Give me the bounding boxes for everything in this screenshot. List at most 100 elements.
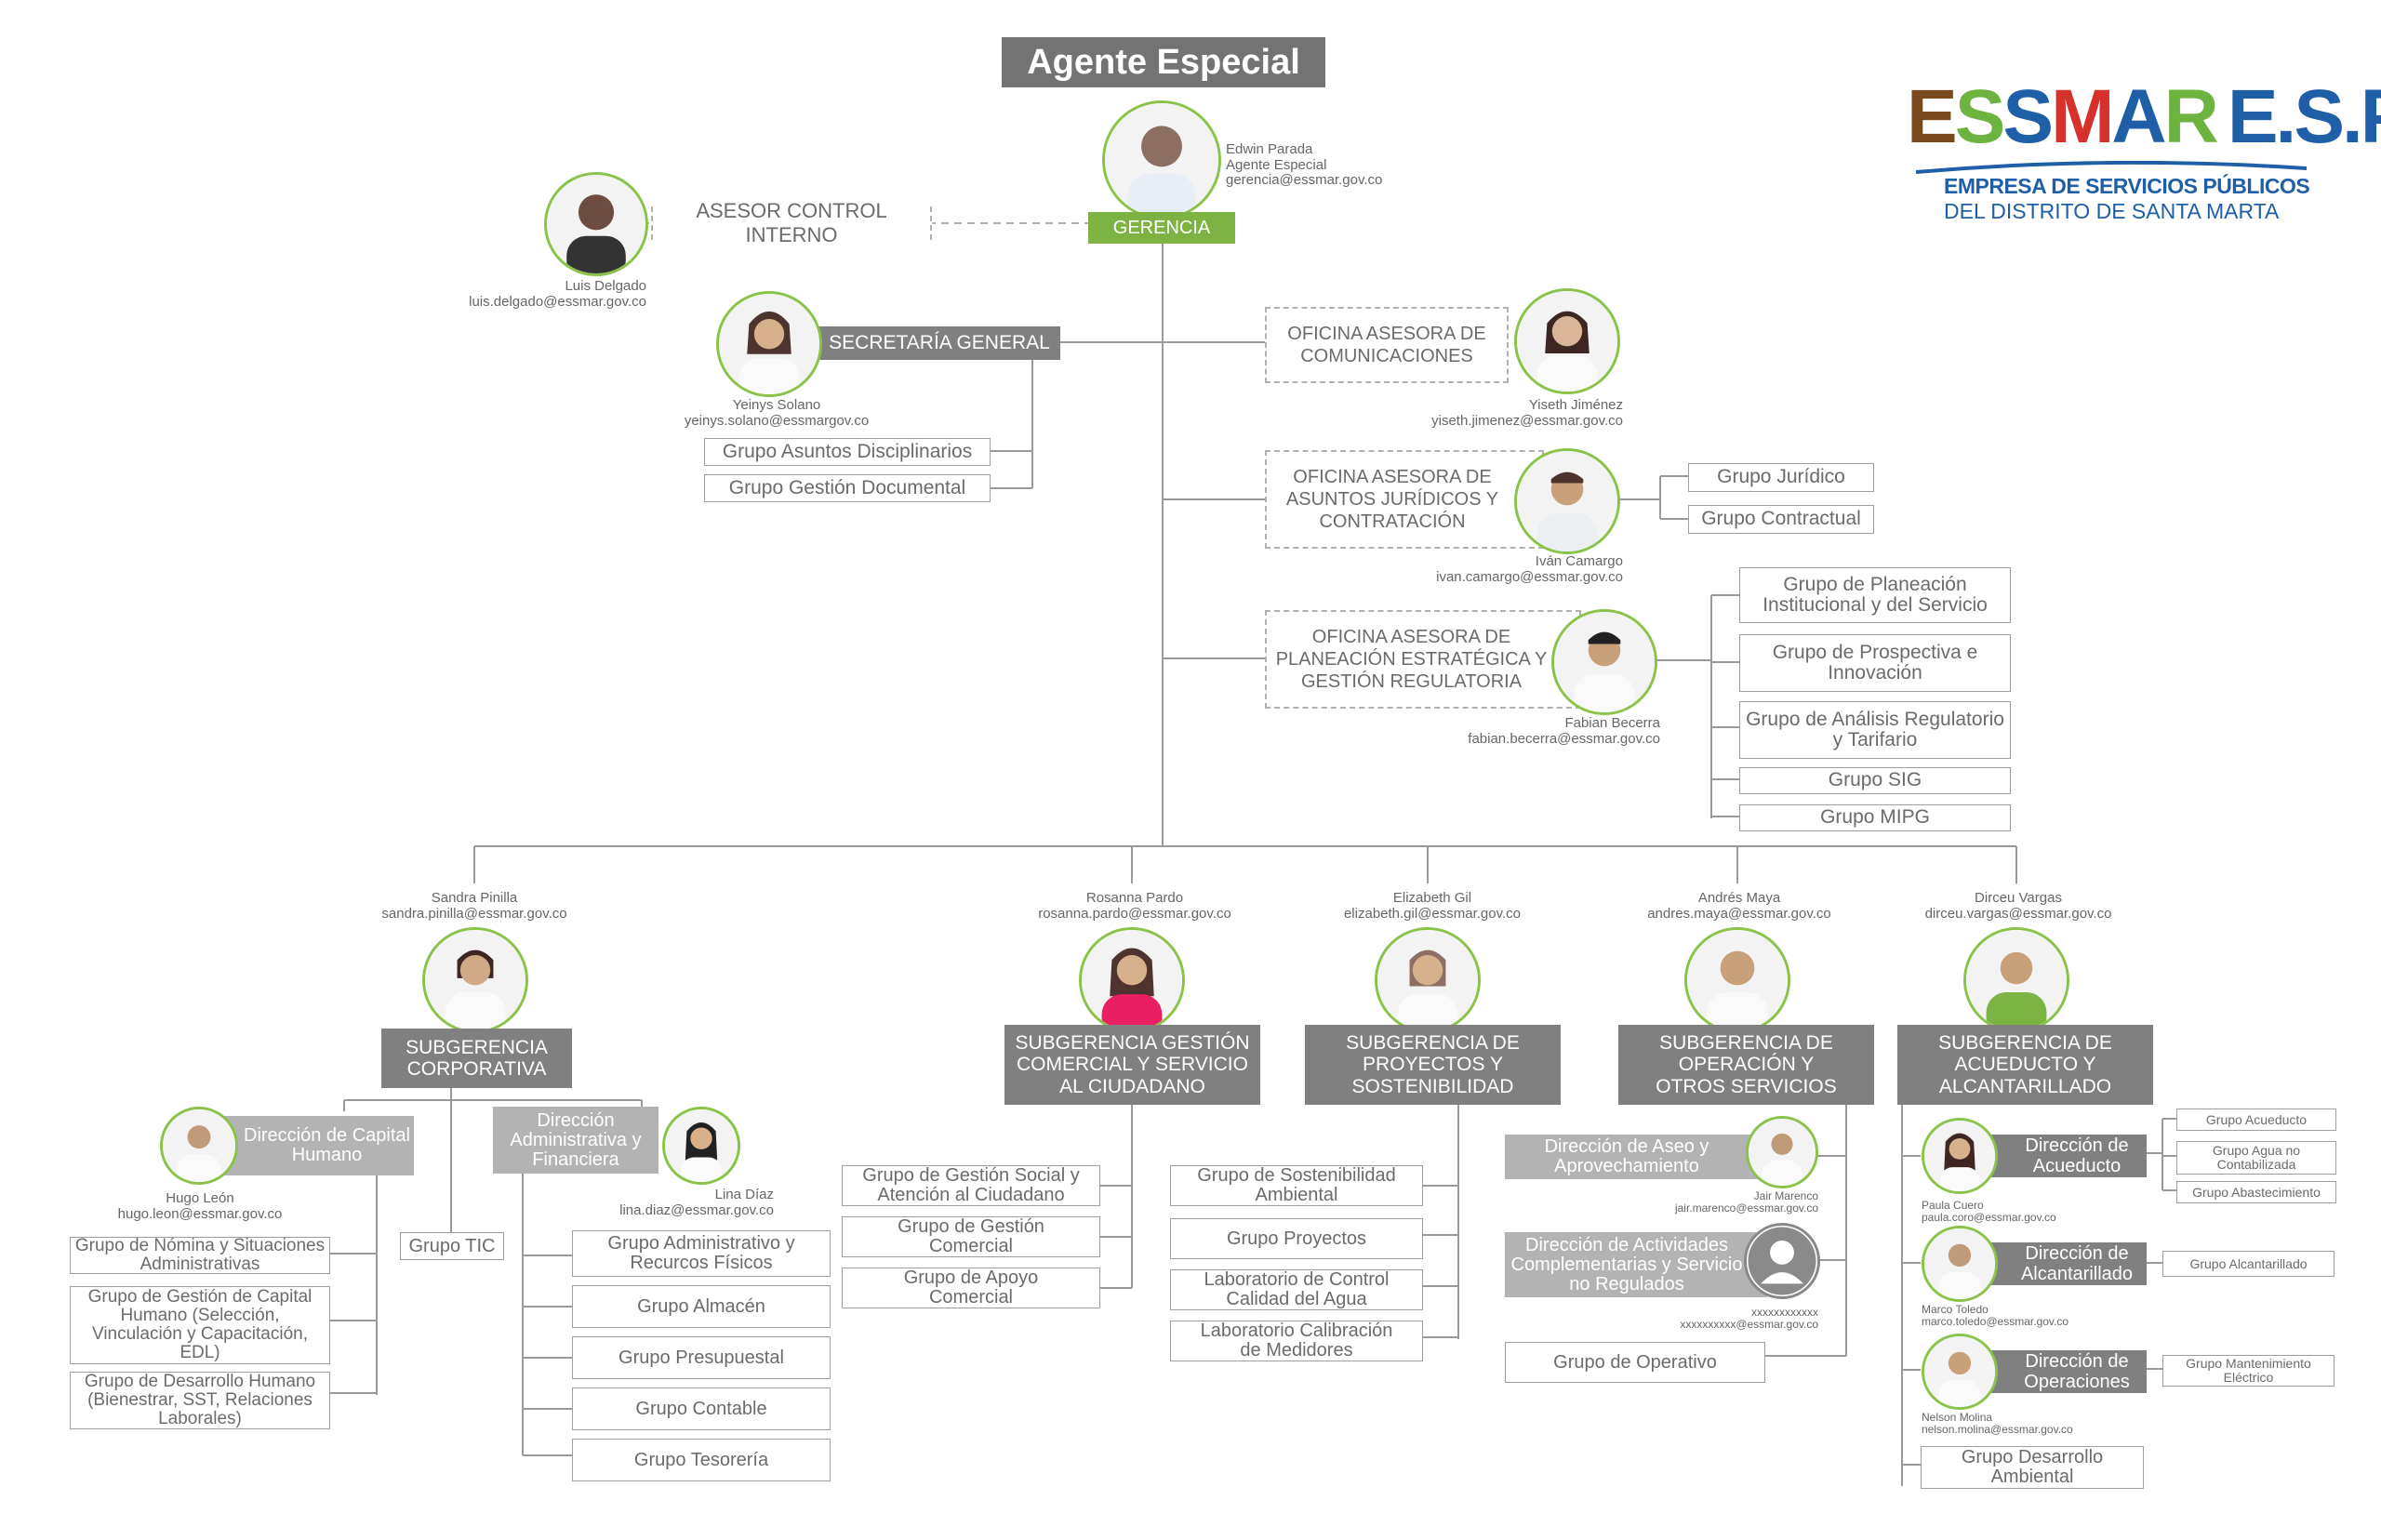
person-name: Elizabeth Gil	[1392, 890, 1472, 906]
person-photo-icon	[1554, 612, 1655, 712]
group-operativo[interactable]: Grupo de Operativo	[1505, 1342, 1765, 1383]
person-name: Marco Toledo	[1922, 1303, 1989, 1316]
group-juridico[interactable]: Grupo Jurídico	[1688, 463, 1874, 492]
oficina-planeacion-box[interactable]: OFICINA ASESORA DE PLANEACIÓN ESTRATÉGIC…	[1265, 610, 1581, 709]
group-desarrollo-ambiental[interactable]: Grupo Desarrollo Ambiental	[1921, 1446, 2144, 1489]
person-name: Jair Marenco	[1753, 1189, 1818, 1202]
group-alcantarillado[interactable]: Grupo Alcantarillado	[2162, 1251, 2334, 1277]
person-name: xxxxxxxxxxxx	[1751, 1306, 1818, 1319]
subgerencia-operacion-box[interactable]: SUBGERENCIA DE OPERACIÓN Y OTROS SERVICI…	[1618, 1025, 1874, 1105]
person-name: Paula Cuero	[1922, 1199, 1984, 1212]
planeacion-info: Fabian Becerra fabian.becerra@essmar.gov…	[1386, 715, 1660, 747]
group-sostenibilidad[interactable]: Grupo de Sostenibilidad Ambiental	[1170, 1165, 1423, 1206]
group-almacen[interactable]: Grupo Almacén	[572, 1285, 831, 1328]
group-gestion-capital-humano[interactable]: Grupo de Gestión de Capital Humano (Sele…	[70, 1286, 330, 1364]
dir-alcantarillado-info: Marco Toledo marco.toledo@essmar.gov.co	[1922, 1303, 2069, 1329]
person-name: Rosanna Pardo	[1085, 890, 1184, 906]
avatar-ivan-camargo	[1514, 448, 1620, 554]
oficina-planeacion-label: OFICINA ASESORA DE PLANEACIÓN ESTRATÉGIC…	[1275, 627, 1548, 692]
group-gestion-social[interactable]: Grupo de Gestión Social y Atención al Ci…	[842, 1165, 1100, 1206]
group-mipg[interactable]: Grupo MIPG	[1739, 804, 2011, 831]
person-email: gerencia@essmar.gov.co	[1226, 172, 1383, 188]
group-nomina[interactable]: Grupo de Nómina y Situaciones Administra…	[70, 1237, 330, 1274]
asesor-control-interno-box[interactable]: ASESOR CONTROL INTERNO	[651, 199, 932, 246]
group-gestion-documental[interactable]: Grupo Gestión Documental	[704, 474, 991, 502]
avatar-rosanna-pardo	[1079, 927, 1185, 1033]
group-prospectiva[interactable]: Grupo de Prospectiva e Innovación	[1739, 634, 2011, 692]
person-photo-icon	[719, 294, 819, 394]
group-desarrollo-humano[interactable]: Grupo de Desarrollo Humano (Bienestrar, …	[70, 1372, 330, 1429]
asesor-info: Luis Delgado luis.delgado@essmar.gov.co	[400, 278, 646, 310]
avatar-paula-cuero	[1922, 1118, 1998, 1194]
group-proyectos[interactable]: Grupo Proyectos	[1170, 1218, 1423, 1259]
person-photo-icon	[665, 1109, 738, 1182]
avatar-sandra-pinilla	[422, 927, 528, 1033]
person-email: elizabeth.gil@essmar.gov.co	[1343, 905, 1522, 922]
logo-line-1: EMPRESA DE SERVICIOS PÚBLICOS	[1944, 174, 2310, 198]
avatar-yiseth-jimenez	[1514, 288, 1620, 394]
direccion-actividades-box[interactable]: Dirección de Actividades Complementarias…	[1505, 1232, 1767, 1297]
person-email: rosanna.pardo@essmar.gov.co	[1038, 905, 1231, 922]
subgerencia-acueducto-box[interactable]: SUBGERENCIA DE ACUEDUCTO Y ALCANTARILLAD…	[1897, 1025, 2153, 1105]
avatar-hugo-leon	[160, 1107, 238, 1185]
avatar-lina-diaz	[662, 1107, 740, 1185]
group-contable[interactable]: Grupo Contable	[572, 1387, 831, 1430]
comercial-info: Rosanna Pardo rosanna.pardo@essmar.gov.c…	[1014, 890, 1256, 922]
group-laboratorio-calidad[interactable]: Laboratorio de Control Calidad del Agua	[1170, 1269, 1423, 1310]
group-contractual[interactable]: Grupo Contractual	[1688, 505, 1874, 534]
person-email: dirceu.vargas@essmar.gov.co	[1924, 905, 2112, 922]
subgerencia-corporativa-box[interactable]: SUBGERENCIA CORPORATIVA	[381, 1029, 572, 1088]
person-name: Edwin Parada	[1226, 141, 1313, 157]
person-email: yeinys.solano@essmargov.co	[684, 412, 870, 429]
person-name: Sandra Pinilla	[431, 890, 518, 906]
subgerencia-proyectos-box[interactable]: SUBGERENCIA DE PROYECTOS Y SOSTENIBILIDA…	[1305, 1025, 1561, 1105]
avatar-luis-delgado	[544, 172, 648, 276]
person-photo-icon	[1966, 930, 2067, 1030]
avatar-yeinys-solano	[716, 291, 822, 397]
group-laboratorio-medidores[interactable]: Laboratorio Calibración de Medidores	[1170, 1321, 1423, 1361]
person-email: hugo.leon@essmar.gov.co	[117, 1205, 283, 1222]
person-email: marco.toledo@essmar.gov.co	[1922, 1315, 2069, 1329]
group-planeacion-institucional[interactable]: Grupo de Planeación Institucional y del …	[1739, 567, 2011, 623]
person-email: yiseth.jimenez@essmar.gov.co	[1431, 412, 1623, 429]
operacion-info: Andrés Maya andres.maya@essmar.gov.co	[1618, 890, 1860, 922]
placeholder-person-icon	[1744, 1223, 1820, 1299]
group-gestion-comercial[interactable]: Grupo de Gestión Comercial	[842, 1216, 1100, 1257]
direccion-alcantarillado-box[interactable]: Dirección de Alcantarillado	[1989, 1242, 2147, 1285]
gerencia-box[interactable]: GERENCIA	[1088, 212, 1235, 244]
avatar-edwin-parada	[1102, 100, 1221, 219]
person-email: sandra.pinilla@essmar.gov.co	[381, 905, 567, 922]
person-email: jair.marenco@essmar.gov.co	[1674, 1201, 1818, 1215]
person-email: xxxxxxxxxx@essmar.gov.co	[1680, 1318, 1818, 1332]
administrativa-info: Lina Díaz lina.diaz@essmar.gov.co	[577, 1187, 774, 1218]
group-analisis-regulatorio[interactable]: Grupo de Análisis Regulatorio y Tarifari…	[1739, 701, 2011, 759]
group-presupuestal[interactable]: Grupo Presupuestal	[572, 1336, 831, 1379]
direccion-aseo-box[interactable]: Dirección de Aseo y Aprovechamiento	[1505, 1135, 1767, 1179]
group-administrativo[interactable]: Grupo Administrativo y Recurcos Físicos	[572, 1230, 831, 1277]
person-name: Yeinys Solano	[732, 397, 821, 413]
oficina-juridicos-box[interactable]: OFICINA ASESORA DE ASUNTOS JURÍDICOS Y C…	[1265, 450, 1544, 549]
person-name: Hugo León	[166, 1190, 234, 1206]
person-email: andres.maya@essmar.gov.co	[1647, 905, 1831, 922]
group-tesoreria[interactable]: Grupo Tesorería	[572, 1439, 831, 1481]
person-photo-icon	[163, 1109, 235, 1182]
group-sig[interactable]: Grupo SIG	[1739, 767, 2011, 794]
direccion-operaciones-box[interactable]: Dirección de Operaciones	[1989, 1350, 2147, 1393]
direccion-capital-humano-box[interactable]: Dirección de Capital Humano	[223, 1116, 414, 1175]
person-photo-icon	[1082, 930, 1182, 1030]
subgerencia-comercial-box[interactable]: SUBGERENCIA GESTIÓN COMERCIAL Y SERVICIO…	[1004, 1025, 1260, 1105]
direccion-administrativa-box[interactable]: Dirección Administrativa y Financiera	[493, 1107, 658, 1174]
group-agua-no-contabilizada[interactable]: Grupo Agua no Contabilizada	[2176, 1141, 2336, 1175]
group-acueducto[interactable]: Grupo Acueducto	[2176, 1109, 2336, 1131]
group-mantenimiento-electrico[interactable]: Grupo Mantenimiento Eléctrico	[2162, 1355, 2334, 1387]
person-role: Agente Especial	[1226, 156, 1327, 173]
group-asuntos-disciplinarios[interactable]: Grupo Asuntos Disciplinarios	[704, 438, 991, 466]
group-abastecimiento[interactable]: Grupo Abastecimiento	[2176, 1181, 2336, 1203]
acueducto-info: Dirceu Vargas dirceu.vargas@essmar.gov.c…	[1897, 890, 2139, 922]
person-email: luis.delgado@essmar.gov.co	[469, 293, 646, 310]
group-tic[interactable]: Grupo TIC	[400, 1232, 504, 1260]
secretaria-general-box[interactable]: SECRETARÍA GENERAL	[818, 326, 1060, 360]
direccion-acueducto-box[interactable]: Dirección de Acueducto	[1989, 1135, 2147, 1177]
oficina-comunicaciones-box[interactable]: OFICINA ASESORA DE COMUNICACIONES	[1265, 307, 1509, 383]
group-apoyo-comercial[interactable]: Grupo de Apoyo Comercial	[842, 1268, 1100, 1308]
